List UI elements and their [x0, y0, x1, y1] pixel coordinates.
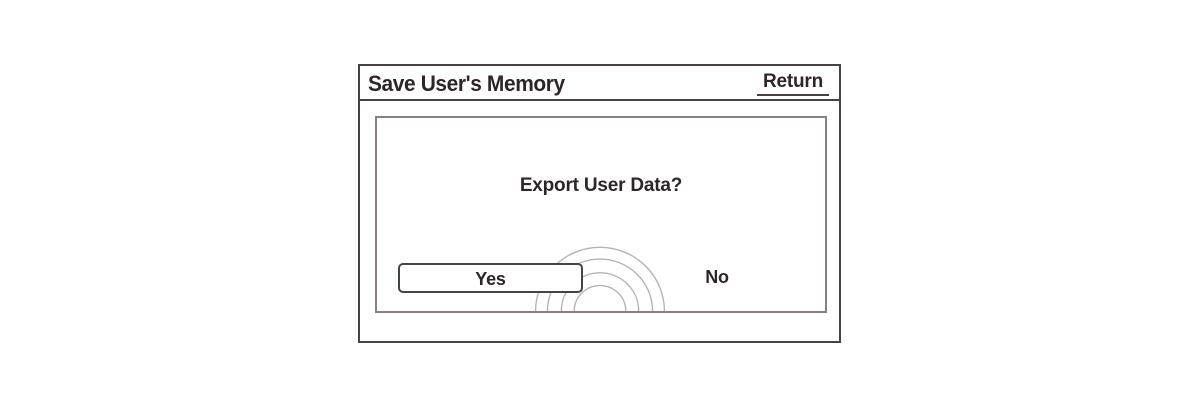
choice-row: Yes No: [377, 118, 825, 311]
content-panel: Export User Data? Yes No: [375, 116, 827, 313]
return-button[interactable]: Return: [756, 71, 829, 96]
prompt-text: Export User Data?: [519, 175, 683, 196]
dialog-window: Save User's Memory Return Export User Da…: [358, 64, 841, 343]
yes-button-label: Yes: [475, 269, 506, 289]
title-bar: Save User's Memory Return: [360, 66, 839, 101]
page-title: Save User's Memory: [368, 71, 565, 96]
no-button[interactable]: No: [705, 267, 729, 287]
yes-button[interactable]: Yes: [398, 263, 583, 293]
